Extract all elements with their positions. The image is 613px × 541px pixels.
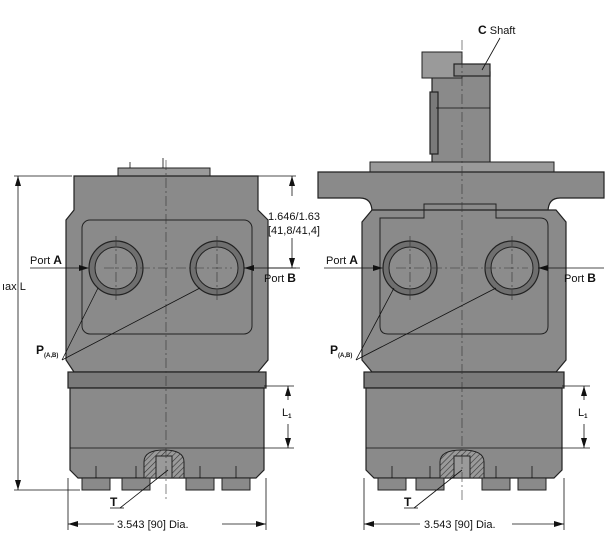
t-right-label: T [404,495,412,509]
right-port-a-label: Port A [326,253,358,267]
t-leader-left [119,469,169,509]
shaft-leader [481,37,501,71]
dimensions [14,37,604,530]
left-port-a-label: Port A [30,253,62,267]
right-lower-housing [365,387,563,479]
right-shaft [431,71,491,173]
p-leader-left-a [61,287,99,361]
right-bolt-3 [481,477,511,491]
dim-height-line-1: 1.646/1.63 [268,211,320,223]
left-bolt-ticks [95,466,237,478]
p-right-label: P(A,B) [330,343,352,359]
left-bolt-2 [121,477,151,491]
left-band [67,371,267,389]
left-top-cap [117,167,211,177]
left-t-port-plug [155,455,173,479]
p-leader-right-a [355,287,395,361]
max-l-label: ıax L [2,281,26,293]
left-port-panel [81,219,253,335]
t-left-label: T [110,495,118,509]
shaft-label: C Shaft [478,23,515,37]
right-shaft-collar [453,63,491,77]
diameter-left-label: 3.543 [90] Dia. [117,519,189,531]
right-band [363,371,565,389]
right-bolt-4 [517,477,547,491]
diameter-right-label: 3.543 [90] Dia. [424,519,496,531]
labels: Port A Port B Port A Port B C Shaft 1.64… [2,23,596,531]
left-bolt-3 [185,477,215,491]
dim-height-line-2: [41,8/41,4] [268,225,320,237]
l1-left-label: L1 [282,407,292,420]
left-top-marks [129,158,164,168]
right-port-b-label: Port B [564,271,596,285]
left-bolt-1 [81,477,111,491]
right-bolt-2 [415,477,445,491]
right-port-panel [379,203,549,335]
p-leader-right-b [355,287,497,361]
l1-right-label: L1 [578,407,588,420]
left-lower-housing [69,387,265,479]
left-bolt-4 [221,477,251,491]
height-arrows [289,176,295,268]
right-bolt-1 [377,477,407,491]
left-port-b-label: Port B [264,271,296,285]
right-view [317,40,605,500]
t-leader-right [413,469,463,509]
right-shaft-key [429,91,439,155]
right-bolt-ticks [391,466,533,478]
p-leader-left-b [61,287,201,361]
p-left-label: P(A,B) [36,343,58,359]
left-view [65,158,269,500]
